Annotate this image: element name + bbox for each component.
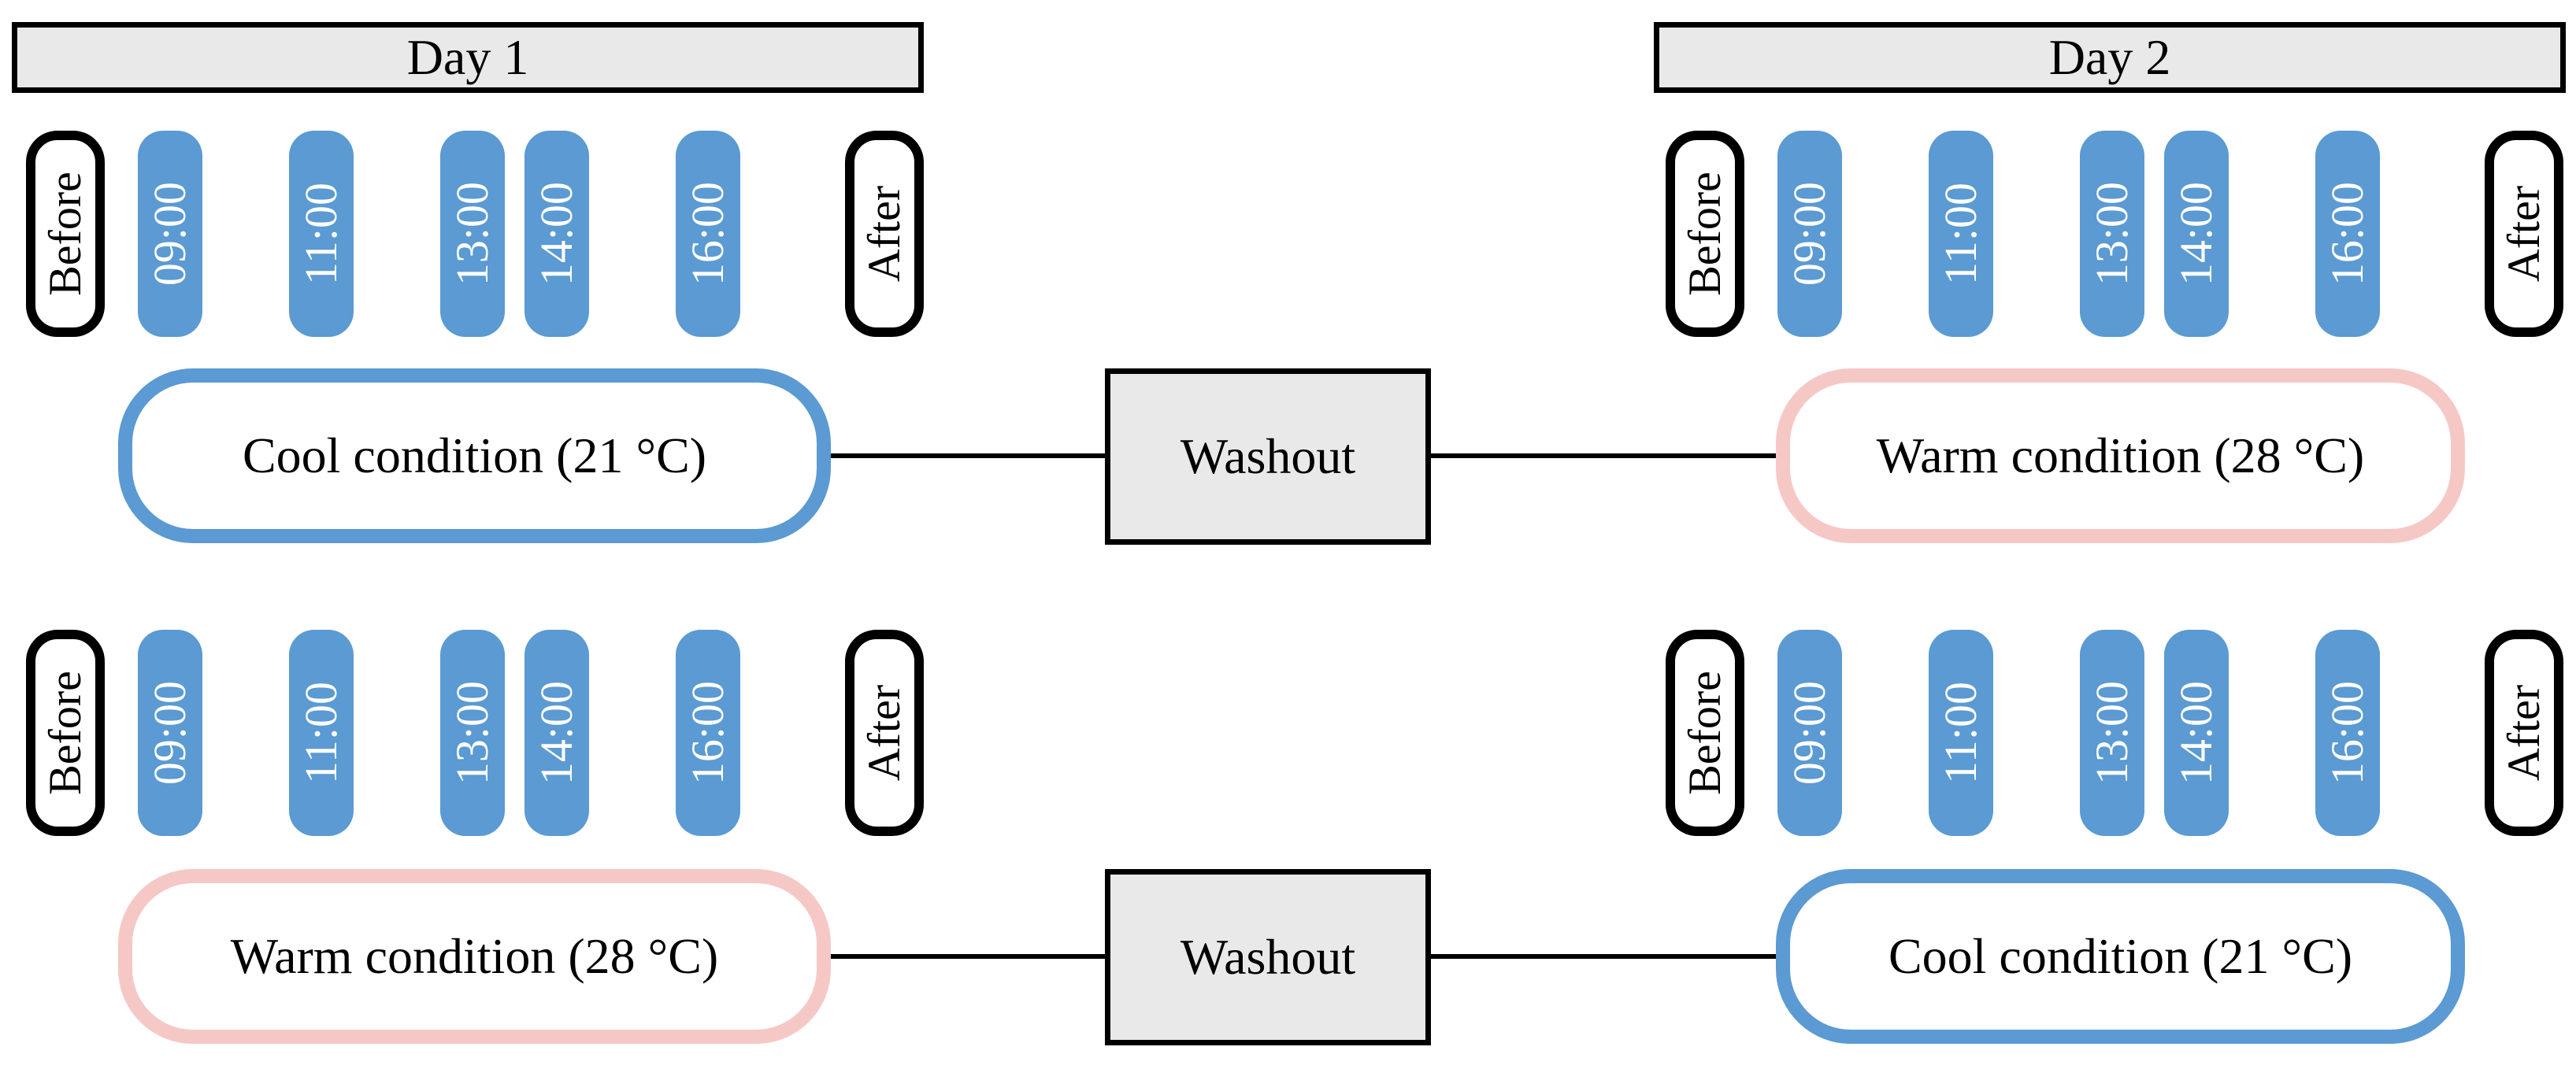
time-pill-0900: 09:00 xyxy=(138,630,202,836)
before-label: Before xyxy=(39,172,91,296)
time-label-1100: 11:00 xyxy=(1935,183,1986,285)
day1-header: Day 1 xyxy=(12,22,924,93)
schedule-day1-sequence1: Before 09:00 11:00 13:00 14:00 16:00 Aft… xyxy=(14,131,928,337)
time-pill-1300: 13:00 xyxy=(440,131,505,337)
time-pill-1100: 11:00 xyxy=(289,630,354,836)
washout-label: Washout xyxy=(1180,428,1356,484)
time-pill-0900: 09:00 xyxy=(1777,131,1842,337)
time-pill-0900: 09:00 xyxy=(138,131,202,337)
before-pill: Before xyxy=(26,131,105,337)
after-pill: After xyxy=(2485,630,2563,836)
time-label-1100: 11:00 xyxy=(295,183,347,285)
time-pill-1300: 13:00 xyxy=(2080,630,2144,836)
time-label-1300: 13:00 xyxy=(2086,680,2137,786)
time-pill-1100: 11:00 xyxy=(1929,131,1993,337)
connector-line xyxy=(1431,453,1776,458)
before-pill: Before xyxy=(1666,131,1744,337)
time-label-1600: 16:00 xyxy=(2322,181,2373,287)
cool-condition-box-row1: Cool condition (21 °C) xyxy=(118,368,831,543)
time-label-1400: 14:00 xyxy=(2170,181,2222,287)
before-pill: Before xyxy=(1666,630,1744,836)
day2-header-label: Day 2 xyxy=(2048,29,2171,85)
washout-box-row2: Washout xyxy=(1105,869,1431,1045)
time-pill-1300: 13:00 xyxy=(2080,131,2144,337)
time-label-0900: 09:00 xyxy=(1784,181,1835,287)
schedule-day2-sequence1: Before 09:00 11:00 13:00 14:00 16:00 Aft… xyxy=(1654,131,2567,337)
schedule-day1-sequence2: Before 09:00 11:00 13:00 14:00 16:00 Aft… xyxy=(14,630,928,836)
time-label-1400: 14:00 xyxy=(2170,680,2222,786)
time-label-1400: 14:00 xyxy=(531,181,582,287)
after-pill: After xyxy=(2485,131,2563,337)
after-pill: After xyxy=(845,630,924,836)
cool-condition-label: Cool condition (21 °C) xyxy=(242,427,707,483)
cool-condition-box-row2: Cool condition (21 °C) xyxy=(1776,869,2465,1044)
time-label-1100: 11:00 xyxy=(295,682,347,784)
day1-header-label: Day 1 xyxy=(406,29,529,85)
time-pill-1600: 16:00 xyxy=(676,630,740,836)
time-pill-1600: 16:00 xyxy=(2315,131,2380,337)
schedule-day2-sequence2: Before 09:00 11:00 13:00 14:00 16:00 Aft… xyxy=(1654,630,2567,836)
time-label-1400: 14:00 xyxy=(531,680,582,786)
time-pill-1600: 16:00 xyxy=(2315,630,2380,836)
time-label-1300: 13:00 xyxy=(447,680,498,786)
time-pill-1100: 11:00 xyxy=(1929,630,1993,836)
washout-box-row1: Washout xyxy=(1105,368,1431,545)
connector-line xyxy=(831,954,1105,959)
time-pill-1300: 13:00 xyxy=(440,630,505,836)
time-label-1600: 16:00 xyxy=(682,181,733,287)
after-label: After xyxy=(2498,185,2549,283)
time-pill-1600: 16:00 xyxy=(676,131,740,337)
warm-condition-label: Warm condition (28 °C) xyxy=(1876,427,2365,483)
warm-condition-box-row1: Warm condition (28 °C) xyxy=(1776,368,2465,543)
time-pill-1400: 14:00 xyxy=(2164,131,2229,337)
cool-condition-label: Cool condition (21 °C) xyxy=(1888,928,2353,984)
washout-label: Washout xyxy=(1180,929,1356,985)
after-pill: After xyxy=(845,131,924,337)
connector-line xyxy=(831,453,1105,458)
after-label: After xyxy=(2498,684,2549,782)
time-label-1600: 16:00 xyxy=(682,680,733,786)
after-label: After xyxy=(858,185,910,283)
time-label-1600: 16:00 xyxy=(2322,680,2373,786)
time-pill-1400: 14:00 xyxy=(524,630,589,836)
day2-header: Day 2 xyxy=(1654,22,2566,93)
before-pill: Before xyxy=(26,630,105,836)
after-label: After xyxy=(858,684,910,782)
warm-condition-label: Warm condition (28 °C) xyxy=(230,928,719,984)
time-pill-1400: 14:00 xyxy=(2164,630,2229,836)
time-label-1100: 11:00 xyxy=(1935,682,1986,784)
warm-condition-box-row2: Warm condition (28 °C) xyxy=(118,869,831,1044)
time-label-1300: 13:00 xyxy=(447,181,498,287)
time-pill-1100: 11:00 xyxy=(289,131,354,337)
time-pill-1400: 14:00 xyxy=(524,131,589,337)
time-label-0900: 09:00 xyxy=(144,680,195,786)
time-pill-0900: 09:00 xyxy=(1777,630,1842,836)
time-label-1300: 13:00 xyxy=(2086,181,2137,287)
before-label: Before xyxy=(1679,172,1730,296)
time-label-0900: 09:00 xyxy=(1784,680,1835,786)
before-label: Before xyxy=(39,671,91,795)
before-label: Before xyxy=(1679,671,1730,795)
connector-line xyxy=(1431,954,1776,959)
time-label-0900: 09:00 xyxy=(144,181,195,287)
